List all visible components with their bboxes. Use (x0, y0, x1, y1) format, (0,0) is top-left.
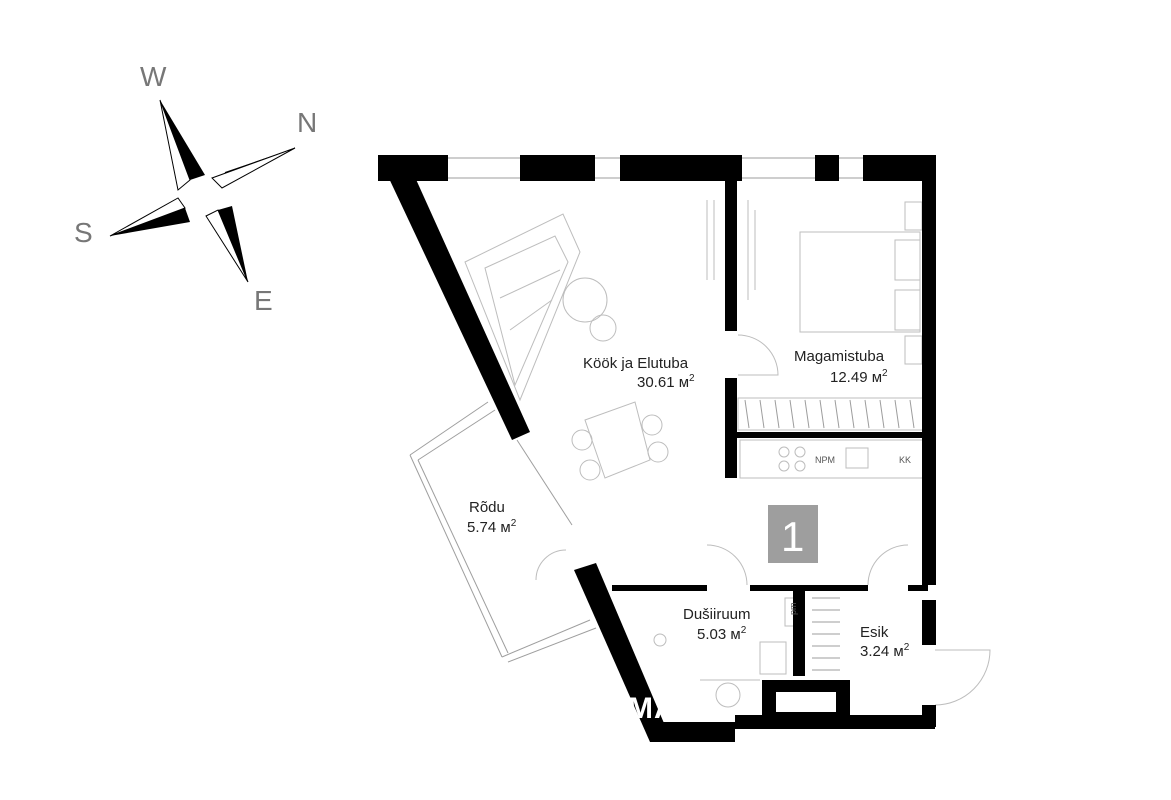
compass-arrow-east-light (205, 209, 249, 283)
stove-burner-icon (778, 446, 790, 458)
sink-icon (845, 447, 869, 469)
wall-bottom-1 (650, 722, 735, 742)
wall-lower-diagonal (574, 563, 672, 742)
compass-label-east: E (254, 285, 273, 316)
wall-top-4 (815, 155, 839, 181)
wall-partition-bedroom (725, 181, 737, 331)
compass-label-north: N (297, 107, 317, 138)
wall-right (922, 155, 936, 585)
unit-badge-box (768, 505, 818, 563)
compass-arrow-north-light (211, 147, 296, 189)
compass-arrow-west-light (159, 99, 191, 191)
compass-arrow-south-light (109, 197, 186, 237)
room-hall-name: Esik (860, 624, 889, 641)
room-living-area-value: 30.61 м (637, 374, 689, 391)
wall-partition-bedroom-lower (725, 378, 737, 478)
wall-right-lower (922, 600, 936, 645)
wall-top-2 (520, 155, 595, 181)
wardrobe (737, 397, 925, 431)
walls (378, 155, 936, 742)
compass-label-south: S (74, 217, 93, 248)
room-shower: Dušiiruum 5.03 м2 (683, 606, 751, 643)
dining-table (571, 401, 669, 481)
wall-kitchen-top (737, 432, 927, 438)
room-balcony: Rõdu 5.74 м2 (467, 499, 517, 536)
compass-rose: W N S E (74, 61, 317, 316)
room-hall-area-value: 3.24 м (860, 643, 904, 660)
shower-icon (653, 633, 667, 647)
closet-doors-living (706, 200, 756, 300)
compass-label-west: W (140, 61, 167, 92)
wall-bath-top (612, 585, 707, 591)
room-balcony-area: 5.74 м2 (467, 518, 517, 536)
room-living-area: 30.61 м2 (637, 373, 695, 391)
room-living-name: Köök ja Elutuba (583, 355, 689, 372)
wall-top-3 (620, 155, 742, 181)
fixture-washer-label: pm (788, 602, 798, 615)
room-shower-area-sup: 2 (741, 625, 747, 636)
shaft-inner (776, 692, 836, 712)
fixture-dishwasher-label: NPM (815, 455, 835, 465)
toilet-icon (759, 641, 787, 675)
windows (448, 157, 863, 179)
unit-number: 1 (781, 513, 804, 560)
balcony-frame (409, 401, 597, 663)
wall-left-diagonal (378, 155, 530, 440)
room-shower-area: 5.03 м2 (697, 625, 747, 643)
basin-icon (715, 682, 741, 708)
unit-badge: 1 (768, 505, 818, 563)
room-living-area-sup: 2 (689, 373, 695, 384)
wall-bath-top-2 (750, 585, 868, 591)
room-balcony-area-value: 5.74 м (467, 519, 511, 536)
room-balcony-area-sup: 2 (511, 518, 517, 529)
pouf (589, 314, 617, 342)
hall-closet (812, 597, 840, 671)
wall-hall-top (908, 585, 928, 591)
room-balcony-name: Rõdu (469, 499, 505, 516)
bed (799, 201, 923, 365)
room-shower-name: Dušiiruum (683, 606, 751, 623)
room-bedroom-area-value: 12.49 м (830, 369, 882, 386)
room-bedroom: Magamistuba 12.49 м2 (794, 348, 888, 386)
wall-bath-hall (793, 591, 805, 676)
watermark: MA (628, 692, 677, 725)
room-bedroom-area: 12.49 м2 (830, 368, 888, 386)
room-bedroom-area-sup: 2 (882, 368, 888, 379)
room-shower-area-value: 5.03 м (697, 626, 741, 643)
sofa (464, 213, 581, 402)
door-swings (535, 334, 991, 706)
room-bedroom-name: Magamistuba (794, 348, 885, 365)
room-hall: Esik 3.24 м2 (860, 624, 910, 660)
furniture (409, 157, 991, 708)
coffee-table (562, 277, 608, 323)
room-living: Köök ja Elutuba 30.61 м2 (583, 355, 695, 391)
room-hall-area: 3.24 м2 (860, 642, 910, 660)
room-hall-area-sup: 2 (904, 642, 910, 653)
fixture-fridge-label: KK (899, 455, 911, 465)
compass-arrow-west (160, 100, 205, 180)
